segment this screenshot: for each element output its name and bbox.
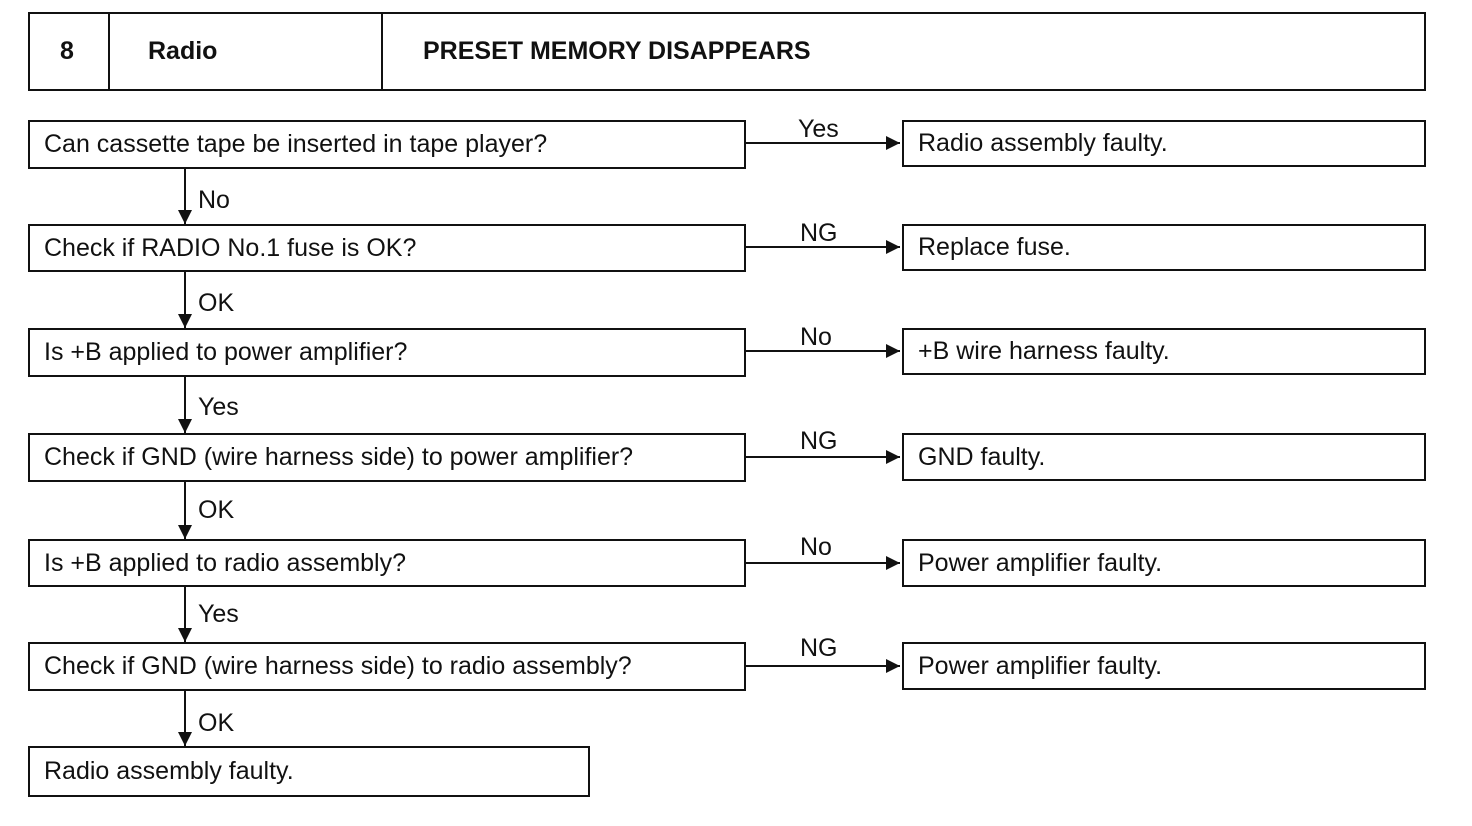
- result-box-4: GND faulty.: [902, 433, 1426, 481]
- result-box-2: Replace fuse.: [902, 224, 1426, 271]
- question-box-1: Can cassette tape be inserted in tape pl…: [28, 120, 746, 169]
- question-box-4: Check if GND (wire harness side) to powe…: [28, 433, 746, 482]
- result-text: Replace fuse.: [918, 233, 1071, 261]
- result-text: Power amplifier faulty.: [918, 548, 1163, 577]
- result-box-3: +B wire harness faulty.: [902, 328, 1426, 375]
- result-text: GND faulty.: [918, 442, 1046, 471]
- down-label: OK: [198, 709, 235, 737]
- final-result-box: Radio assembly faulty.: [28, 746, 590, 797]
- result-box-6: Power amplifier faulty.: [902, 642, 1426, 690]
- question-box-5: Is +B applied to radio assembly?: [28, 539, 746, 587]
- branch-label: No: [800, 323, 832, 351]
- branch-label: No: [800, 533, 832, 561]
- header-divider: [108, 14, 110, 89]
- down-label: No: [198, 186, 230, 214]
- header-divider: [381, 14, 383, 89]
- question-text: Is +B applied to power amplifier?: [44, 338, 408, 366]
- question-text: Check if GND (wire harness side) to radi…: [44, 652, 632, 680]
- down-label: Yes: [198, 393, 239, 421]
- question-text: Check if GND (wire harness side) to powe…: [44, 443, 634, 471]
- final-result-text: Radio assembly faulty.: [44, 757, 294, 785]
- question-box-2: Check if RADIO No.1 fuse is OK?: [28, 224, 746, 272]
- header-number: 8: [60, 37, 74, 65]
- result-text: +B wire harness faulty.: [918, 337, 1170, 365]
- down-label: Yes: [198, 600, 239, 628]
- result-text: Radio assembly faulty.: [918, 129, 1168, 157]
- result-box-1: Radio assembly faulty.: [902, 120, 1426, 167]
- result-box-5: Power amplifier faulty.: [902, 539, 1426, 587]
- down-label: OK: [198, 496, 235, 524]
- question-text: Is +B applied to radio assembly?: [44, 548, 407, 577]
- branch-label: NG: [800, 219, 838, 247]
- question-box-6: Check if GND (wire harness side) to radi…: [28, 642, 746, 691]
- question-text: Check if RADIO No.1 fuse is OK?: [44, 233, 417, 262]
- branch-label: Yes: [798, 115, 839, 143]
- header-category: Radio: [148, 37, 218, 65]
- branch-label: NG: [800, 427, 838, 455]
- down-label: OK: [198, 289, 235, 317]
- header-table: 8 Radio PRESET MEMORY DISAPPEARS: [28, 12, 1426, 91]
- result-text: Power amplifier faulty.: [918, 651, 1163, 680]
- question-text: Can cassette tape be inserted in tape pl…: [44, 130, 548, 158]
- header-title: PRESET MEMORY DISAPPEARS: [423, 37, 811, 65]
- question-box-3: Is +B applied to power amplifier?: [28, 328, 746, 377]
- branch-label: NG: [800, 634, 838, 662]
